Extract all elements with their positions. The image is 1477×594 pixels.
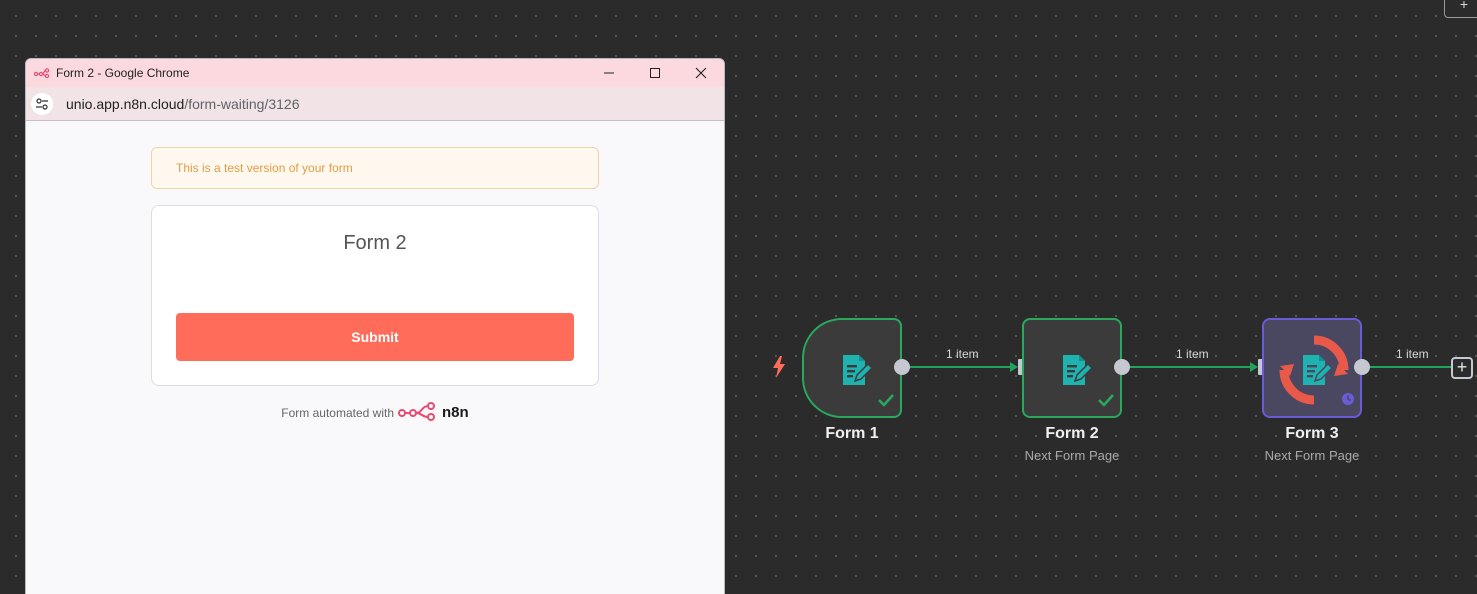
close-button[interactable] [678,59,724,87]
test-version-banner: This is a test version of your form [151,147,599,189]
n8n-favicon-icon [32,68,52,78]
form-page: This is a test version of your form Form… [26,121,724,594]
form-title: Form 2 [343,232,407,254]
clock-icon [1341,392,1355,411]
trigger-bolt-icon [771,356,787,383]
window-controls [586,59,724,87]
minimize-button[interactable] [586,59,632,87]
form-card: Form 2 Submit [151,205,599,386]
form-icon [1055,351,1094,389]
connection-line[interactable] [1130,366,1254,368]
output-handle[interactable] [1114,359,1130,375]
form-icon [1295,351,1334,389]
workflow-node-form-1[interactable] [802,318,902,418]
form-icon [835,351,874,389]
close-icon [695,67,707,79]
connection-line[interactable] [1370,366,1451,368]
title-bar: Form 2 - Google Chrome [26,59,724,87]
canvas-corner-button[interactable]: + [1444,0,1477,18]
waiting-spinner-icon [1278,334,1350,411]
form-footer: Form automated with n8n [26,401,724,424]
address-bar[interactable]: unio.app.n8n.cloud/form-waiting/3126 [26,87,724,121]
minimize-icon [604,72,614,74]
add-node-button[interactable]: + [1451,357,1473,379]
window-title: Form 2 - Google Chrome [56,66,190,80]
node-subtitle: Next Form Page [1024,448,1120,463]
maximize-icon [650,68,660,78]
site-info-button[interactable] [31,92,53,115]
arrow-head-icon [1010,362,1018,372]
connection-line[interactable] [910,366,1014,368]
success-check-icon [878,393,894,412]
output-handle[interactable] [1354,359,1370,375]
submit-button[interactable]: Submit [176,313,574,361]
connection-label: 1 item [1176,347,1209,361]
workflow-node-form-2[interactable] [1022,318,1122,418]
success-check-icon [1098,393,1114,412]
url-path: /form-waiting/3126 [184,95,300,112]
node-title: Form 2 [1045,425,1099,442]
browser-window: Form 2 - Google Chrome unio.app.n8n.clou… [25,58,725,594]
n8n-logo-icon [398,401,438,424]
node-title: Form 3 [1285,425,1339,442]
connection-label: 1 item [946,347,979,361]
node-subtitle: Next Form Page [1264,448,1360,463]
node-title: Form 1 [825,425,879,442]
url-text[interactable]: unio.app.n8n.cloud/form-waiting/3126 [66,96,300,112]
maximize-button[interactable] [632,59,678,87]
footer-text: Form automated with [281,405,395,420]
workflow-node-form-3[interactable] [1262,318,1362,418]
output-handle[interactable] [894,359,910,375]
arrow-head-icon [1250,362,1258,372]
connection-label: 1 item [1396,347,1429,361]
tune-icon [36,97,48,110]
footer-brand: n8n [442,404,469,421]
url-domain: unio.app.n8n.cloud [66,95,185,112]
